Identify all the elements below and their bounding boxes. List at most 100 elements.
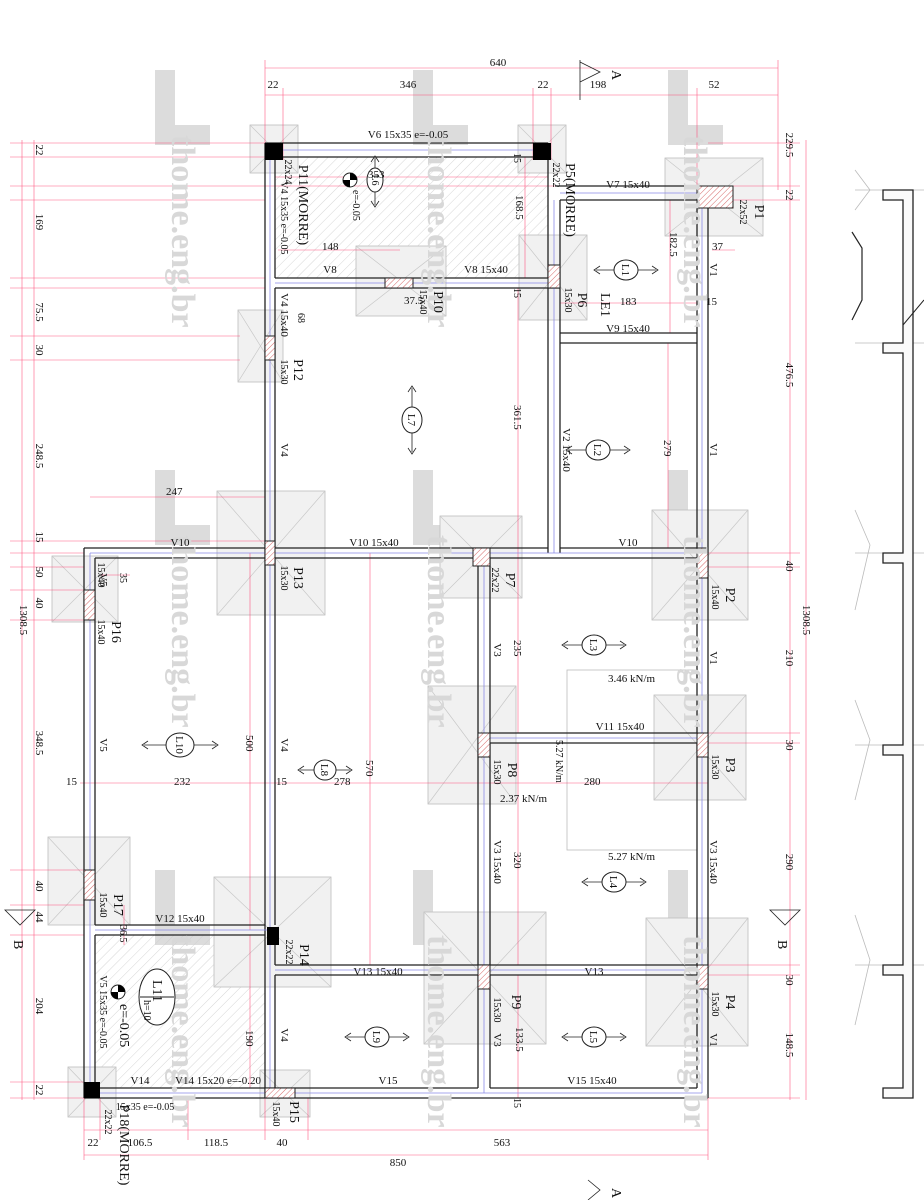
beam-label-v7: V7 15x40	[606, 179, 650, 191]
svg-text:thome.eng.br: thome.eng.br	[164, 935, 201, 1128]
dim-label: 500	[243, 735, 255, 752]
dim-label: 15	[511, 288, 522, 298]
beam-label-v4: V4	[278, 1028, 290, 1042]
beam-label-v1: V1	[707, 443, 719, 456]
beam-label-v1: V3 15x40	[707, 840, 719, 884]
pillar-size: 15x30	[278, 566, 289, 591]
beam-label-v11: V11 15x40	[596, 721, 645, 733]
beam-label-v5: 15x35 e=-0.05	[116, 1102, 174, 1113]
pillar-p8	[477, 732, 491, 758]
pillar-label: P17	[110, 894, 125, 916]
pillar-p16	[83, 589, 96, 621]
pillar-size: 15x40	[417, 290, 428, 315]
beam-label-v5: V5	[97, 738, 109, 752]
pillar-p4	[696, 964, 709, 990]
dim-label: 44	[33, 912, 45, 924]
pillar-p7	[472, 547, 491, 567]
dim-label: 198	[590, 79, 607, 91]
section-b-left: B	[10, 940, 25, 949]
beam-label-v1: V1	[707, 1033, 719, 1046]
dim-label: 1308.5	[17, 605, 29, 636]
pillar-p2	[696, 547, 709, 579]
slab-l3: L3	[561, 634, 627, 656]
dim-label: 1308.5	[800, 605, 812, 636]
pillar-p10	[384, 277, 414, 289]
beam-label-v8: V8	[323, 264, 337, 276]
dim-label: 148	[322, 241, 339, 253]
slab-label: L4	[607, 876, 619, 889]
beam-label-v14: V14 15x20 e=-0.20	[175, 1075, 261, 1087]
slab-label: L1	[619, 264, 631, 276]
svg-text:thome.eng.br: thome.eng.br	[676, 535, 713, 728]
footing	[67, 1066, 117, 1118]
dim-label: 570	[363, 760, 375, 777]
dim-label: 353	[368, 169, 385, 181]
slab-label: L2	[591, 444, 603, 456]
slab-thickness: h=10	[141, 1000, 152, 1021]
pillar-label: P8	[504, 763, 519, 778]
beam-label-v14: V14	[131, 1075, 150, 1087]
dim-label: 290	[783, 854, 795, 871]
dim-label: 348.5	[33, 731, 45, 756]
dim-label: 247	[166, 486, 183, 498]
svg-text:thome.eng.br: thome.eng.br	[676, 135, 713, 328]
svg-text:thome.eng.br: thome.eng.br	[420, 135, 457, 328]
footing	[427, 685, 517, 805]
dim-label: 148.5	[783, 1033, 795, 1058]
dim-label: 22	[783, 190, 795, 201]
dim-label: 320	[511, 852, 523, 869]
beam-label-v12: V12 15x40	[155, 913, 205, 925]
section-profile	[851, 169, 924, 1099]
section-a-bottom: A	[608, 1188, 623, 1199]
pillar-size: 22x52	[737, 200, 748, 225]
slab-label: L3	[587, 639, 599, 652]
dim-label: 30	[33, 345, 45, 357]
dim-label: 40	[33, 598, 45, 610]
load-label: 2.37 kN/m	[500, 793, 548, 805]
section-b-right: B	[774, 940, 789, 949]
load-label: 5.27 kN/m	[608, 851, 656, 863]
load-label: 5.27 kN/m	[553, 740, 564, 783]
slab-l8: L8	[297, 759, 353, 781]
beam-label-v15: V15 15x40	[567, 1075, 617, 1087]
svg-text:thome.eng.br: thome.eng.br	[164, 135, 201, 328]
pillar-label: P6	[574, 293, 589, 308]
pillar-size: 22x22	[489, 568, 500, 593]
pillar-size: 15x40	[709, 585, 720, 610]
dim-label: 232	[174, 776, 191, 788]
pillar-label: P15	[286, 1101, 301, 1123]
pillar-label: P13	[290, 567, 305, 589]
pillar-label: P14	[296, 944, 311, 966]
dim-label: 235	[511, 640, 523, 657]
pillar-p9	[477, 964, 491, 990]
dim-label: 15	[706, 296, 718, 308]
slab-l1: L1	[593, 259, 659, 281]
dim-label: 68	[295, 313, 306, 323]
beam-label-v10: V10 15x40	[349, 537, 399, 549]
pillar-label: P7	[502, 573, 517, 588]
slab-label: L10	[173, 736, 185, 754]
pillar-size: 15x30	[562, 288, 573, 313]
slab-l4: L4	[581, 871, 647, 893]
dim-label: 37	[712, 241, 724, 253]
dim-label: 361.5	[511, 405, 523, 430]
dim-label: 40	[783, 561, 795, 573]
pillar-p3	[696, 732, 709, 758]
dim-label: 640	[490, 57, 507, 69]
svg-text:thome.eng.br: thome.eng.br	[420, 935, 457, 1128]
pillar-size: 15x30	[278, 360, 289, 385]
pillar-size: 22x24	[282, 160, 293, 185]
dim-label: 36.5	[117, 925, 128, 943]
dim-label: 35	[117, 573, 128, 583]
dim-label: 40	[33, 881, 45, 893]
pillar-p11	[265, 143, 283, 160]
dim-label: 563	[494, 1137, 511, 1149]
pillar-label: P18(MORRE)	[116, 1105, 131, 1186]
dim-label: 15	[276, 776, 288, 788]
pillar-label: P16	[108, 621, 123, 643]
dim-label: 22	[538, 79, 549, 91]
slab-l11: L11 h=10 e=-0.05	[110, 968, 176, 1047]
section-a-top: A	[608, 70, 623, 81]
svg-text:thome.eng.br: thome.eng.br	[164, 535, 201, 728]
